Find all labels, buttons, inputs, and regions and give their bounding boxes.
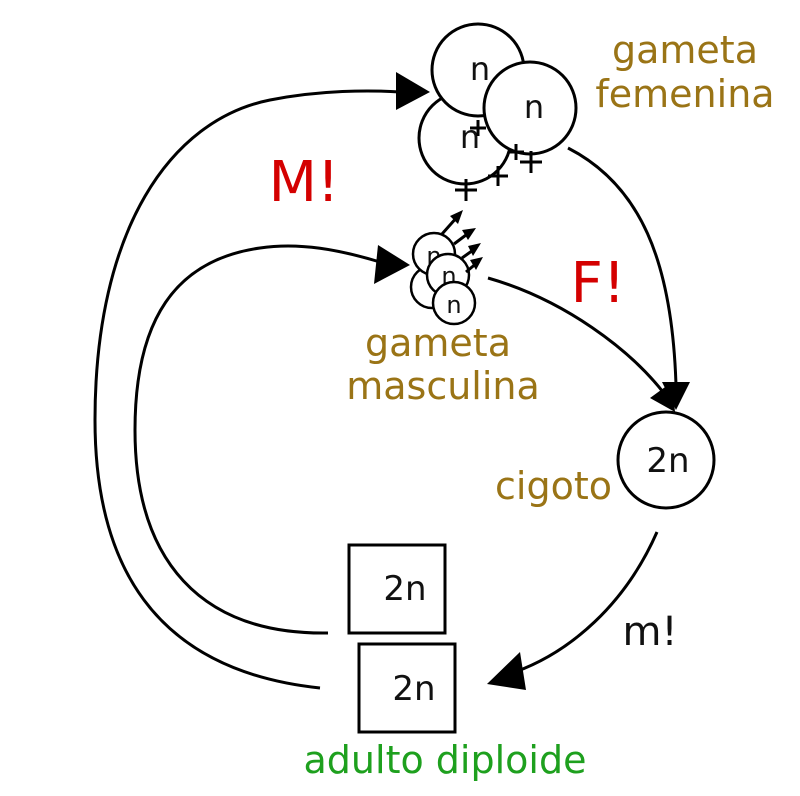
arrowhead-zygote-from-male bbox=[650, 382, 675, 412]
label-gameta-masculina-line1: gameta bbox=[365, 321, 511, 365]
adult-box bbox=[357, 642, 457, 734]
male-gamete-cluster: n n n bbox=[409, 210, 483, 326]
plus-icon bbox=[508, 144, 524, 160]
label-adulto-diploide: adulto diploide bbox=[304, 738, 587, 782]
adult-ploidy: 2n bbox=[392, 669, 435, 709]
marker-F: F! bbox=[571, 251, 626, 316]
plus-icon bbox=[455, 179, 477, 201]
marker-M: M! bbox=[269, 150, 340, 215]
arrow-male-gamete-to-zygote bbox=[487, 276, 665, 393]
flagellum-tip-icon bbox=[462, 228, 476, 240]
flagellum-tip-icon bbox=[470, 257, 483, 270]
female-gamete-cluster: n n n bbox=[417, 22, 578, 201]
zygote-cell bbox=[616, 410, 716, 510]
male-gamete-cell bbox=[431, 280, 477, 326]
arrowhead-adult bbox=[487, 652, 526, 690]
arrow-female-gamete-to-zygote bbox=[567, 146, 678, 386]
male-gamete-ploidy: n bbox=[446, 291, 461, 319]
arrow-adult-to-female-gamete bbox=[93, 89, 401, 690]
female-gamete-ploidy: n bbox=[524, 88, 544, 126]
flagellum-tip-icon bbox=[468, 243, 481, 256]
zygote-ploidy: 2n bbox=[646, 441, 689, 481]
flagellum-tip-icon bbox=[450, 210, 463, 224]
arrowhead-female-gamete bbox=[396, 72, 430, 110]
plus-icon bbox=[488, 166, 508, 186]
arrow-adult-to-male-gamete bbox=[133, 244, 381, 635]
arrowhead-male-gamete bbox=[374, 245, 410, 284]
adult-box bbox=[347, 543, 447, 635]
label-gameta-femenina-line1: gameta bbox=[612, 28, 758, 72]
arrow-zygote-to-adult bbox=[514, 531, 659, 674]
adult-ploidy: 2n bbox=[383, 569, 426, 609]
plus-icon bbox=[470, 120, 486, 136]
marker-m: m! bbox=[623, 609, 678, 655]
label-cigoto: cigoto bbox=[495, 464, 612, 508]
plus-icon bbox=[520, 151, 542, 173]
label-gameta-femenina-line2: femenina bbox=[595, 72, 774, 116]
label-gameta-masculina-line2: masculina bbox=[346, 364, 540, 408]
female-gamete-ploidy: n bbox=[470, 50, 490, 88]
